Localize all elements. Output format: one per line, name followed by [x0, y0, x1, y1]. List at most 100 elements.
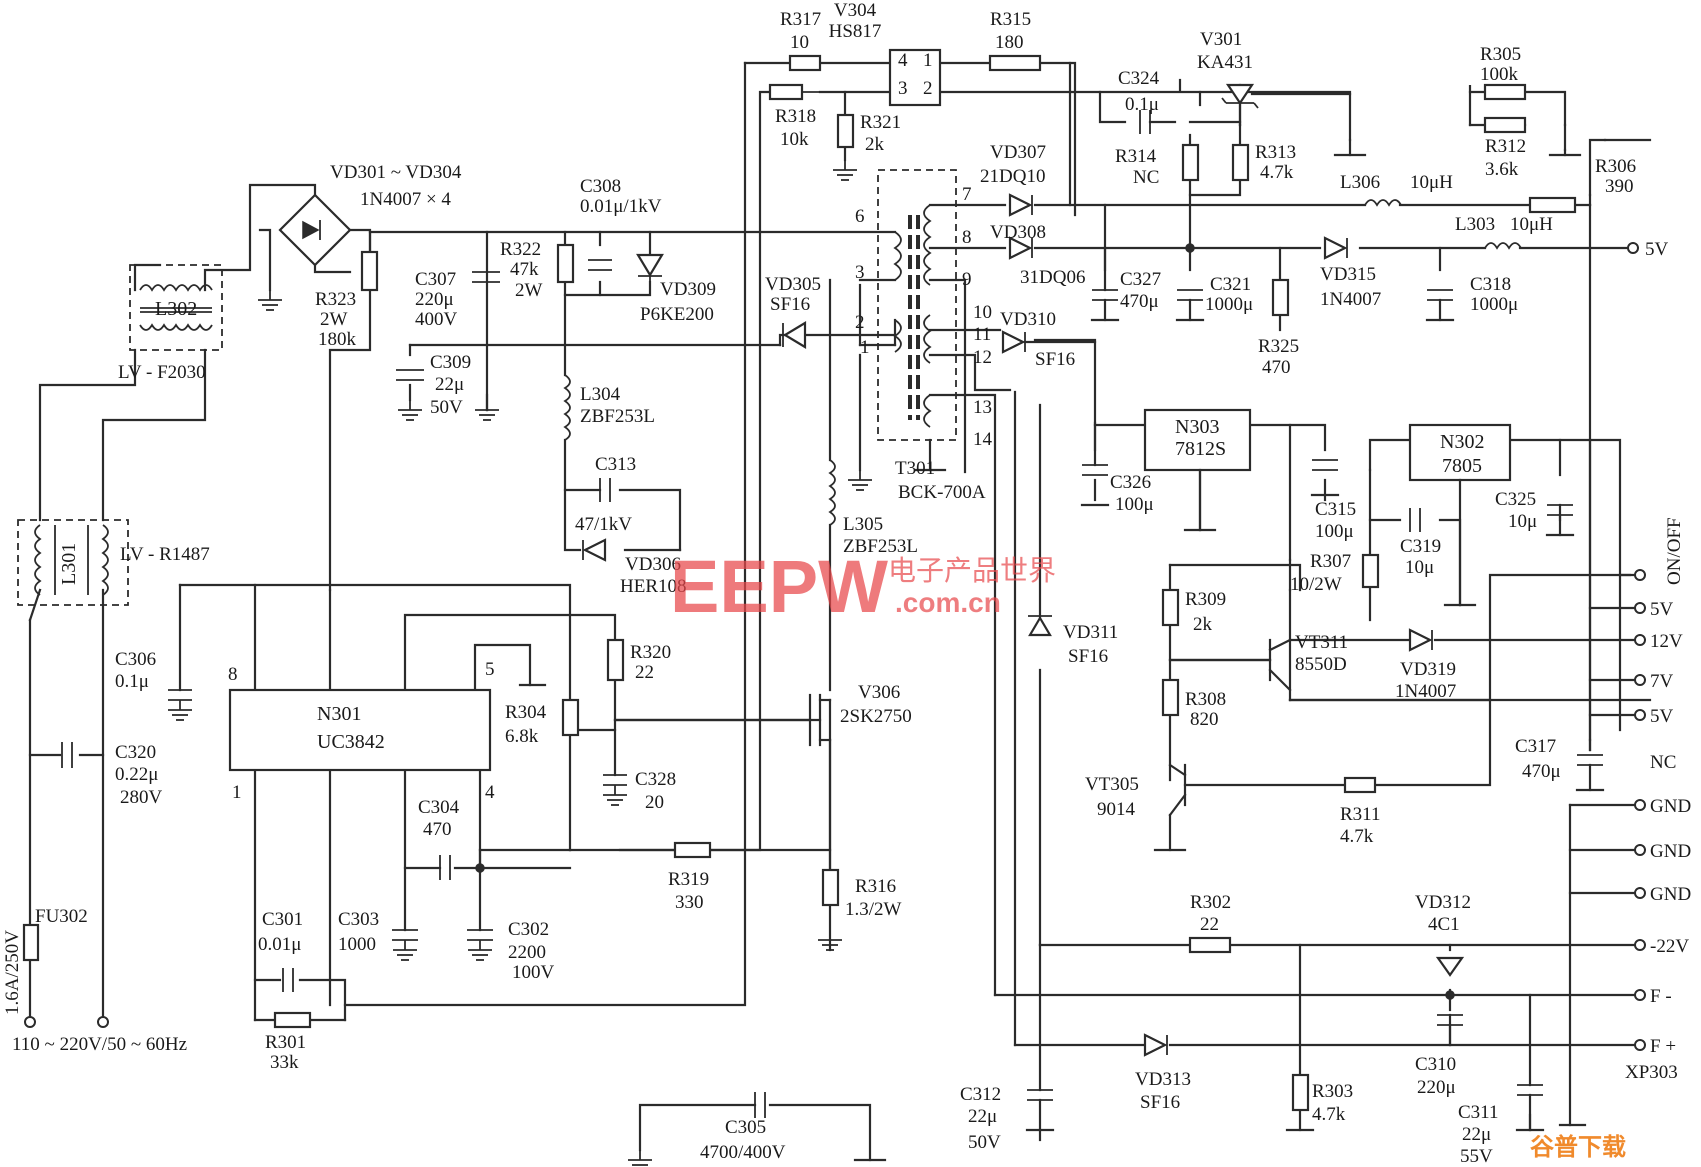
label-vd308-ref: VD308	[990, 222, 1046, 243]
label-c319-val: 10μ	[1405, 557, 1434, 578]
label-c312-val: 22μ	[968, 1106, 997, 1127]
label-c303-ref: C303	[338, 909, 379, 930]
label-vd319-val: 1N4007	[1395, 681, 1456, 702]
label-vt311-ref: VT311	[1295, 632, 1348, 653]
label-c320-val: 0.22μ	[115, 764, 158, 785]
tpin-3: 3	[855, 262, 865, 283]
t301-aux	[893, 319, 902, 353]
label-v301-ref: V301	[1200, 29, 1242, 50]
label-l306-ref: L306	[1340, 172, 1380, 193]
conn-label-xp303: XP303	[1625, 1062, 1678, 1083]
label-r306-val: 390	[1605, 176, 1634, 197]
label-r317-ref: R317	[780, 9, 821, 30]
label-c308-ref: C308	[580, 176, 621, 197]
watermark: EEPW 电子产品世界 .com.cn 谷普下载	[670, 545, 1626, 1161]
t301-sec-12v	[923, 314, 932, 364]
watermark-cn: 电子产品世界	[888, 554, 1056, 587]
label-vd309-ref: VD309	[660, 279, 716, 300]
label-vd312-val: 4C1	[1428, 914, 1460, 935]
opto-pin-3: 3	[898, 78, 908, 99]
label-r318-val: 10k	[780, 129, 809, 150]
l302-outline	[129, 264, 223, 351]
label-r323-power: 2W	[320, 309, 348, 330]
label-c309-volt: 50V	[430, 397, 463, 418]
r308-resistor	[1161, 678, 1180, 717]
watermark-logo: EEPW	[670, 545, 888, 628]
tpin-13: 13	[973, 397, 992, 418]
label-l301-ref: L301	[58, 543, 80, 585]
n301-pin-8: 8	[228, 664, 238, 685]
label-r320-ref: R320	[630, 642, 671, 663]
label-c315-val: 100μ	[1315, 521, 1354, 542]
tpin-11: 11	[973, 324, 991, 345]
conn-label-5v-b: 5V	[1650, 706, 1674, 727]
label-vd309-val: P6KE200	[640, 304, 714, 325]
label-c307-volt: 400V	[415, 309, 458, 330]
label-l304-ref: L304	[580, 384, 621, 405]
label-r304-ref: R304	[505, 702, 547, 723]
label-l305-ref: L305	[843, 514, 883, 535]
label-l303-val: 10μH	[1510, 214, 1553, 235]
l303-inductor	[1484, 242, 1522, 250]
label-c318-val: 1000μ	[1470, 294, 1518, 315]
label-n301-val: UC3842	[317, 731, 385, 753]
conn-label-gnd-c: GND	[1650, 884, 1691, 905]
n301-uc3842	[228, 688, 492, 772]
label-c311-val: 22μ	[1462, 1124, 1491, 1145]
l305-inductor	[828, 459, 836, 526]
label-vd319-ref: VD319	[1400, 659, 1456, 680]
label-r318-ref: R318	[775, 106, 816, 127]
label-c301-val: 0.01μ	[258, 934, 301, 955]
label-r321-ref: R321	[860, 112, 901, 133]
label-r313-ref: R313	[1255, 142, 1296, 163]
label-c327-val: 470μ	[1120, 291, 1159, 312]
label-c320-ref: C320	[115, 742, 156, 763]
label-c304-ref: C304	[418, 797, 460, 818]
label-c326-ref: C326	[1110, 472, 1151, 493]
l302-coil-top	[139, 284, 213, 292]
label-c321-val: 1000μ	[1205, 294, 1253, 315]
label-l301-val: LV - R1487	[120, 544, 210, 565]
r309-resistor	[1161, 588, 1180, 627]
label-l302-ref: L302	[155, 298, 197, 320]
label-r306-ref: R306	[1595, 156, 1636, 177]
label-c317-ref: C317	[1515, 736, 1556, 757]
opto-pin-1: 1	[923, 50, 933, 71]
label-c305-val: 4700/400V	[700, 1142, 786, 1163]
label-l304-val: ZBF253L	[580, 406, 655, 427]
label-c313-ref: C313	[595, 454, 636, 475]
watermark-corner: 谷普下载	[1530, 1133, 1626, 1161]
label-r309-ref: R309	[1185, 589, 1226, 610]
label-c318-ref: C318	[1470, 274, 1511, 295]
label-fu302-ref: FU302	[35, 906, 88, 927]
label-c302-val: 2200	[508, 942, 546, 963]
label-n302-val: 7805	[1442, 455, 1482, 477]
label-r315-val: 180	[995, 32, 1024, 53]
conn-label-5v-a: 5V	[1650, 599, 1674, 620]
label-c309-ref: C309	[430, 352, 471, 373]
label-n302-ref: N302	[1440, 431, 1484, 453]
label-c306-ref: C306	[115, 649, 156, 670]
n302-regulator	[1408, 423, 1512, 482]
l302-coil-bottom	[139, 323, 213, 331]
label-r308-val: 820	[1190, 709, 1219, 730]
label-r325-ref: R325	[1258, 336, 1299, 357]
n301-pin-4: 4	[485, 782, 495, 803]
label-c325-val: 10μ	[1508, 511, 1537, 532]
t301-core-outline	[877, 169, 957, 441]
conn-label-7v: 7V	[1650, 671, 1674, 692]
fu302-fuse	[22, 923, 40, 962]
r317-resistor	[788, 54, 822, 72]
label-n303-val: 7812S	[1175, 438, 1226, 460]
conn-label-gnd-a: GND	[1650, 796, 1691, 817]
label-c327-ref: C327	[1120, 269, 1161, 290]
label-l302-val: LV - F2030	[118, 362, 206, 383]
label-r323-ref: R323	[315, 289, 356, 310]
r314-resistor	[1181, 143, 1200, 182]
label-c305-ref: C305	[725, 1117, 766, 1138]
r304-resistor	[561, 698, 580, 737]
r303-resistor	[1291, 1073, 1310, 1112]
label-c310-ref: C310	[1415, 1054, 1456, 1075]
n303-regulator	[1143, 408, 1252, 472]
